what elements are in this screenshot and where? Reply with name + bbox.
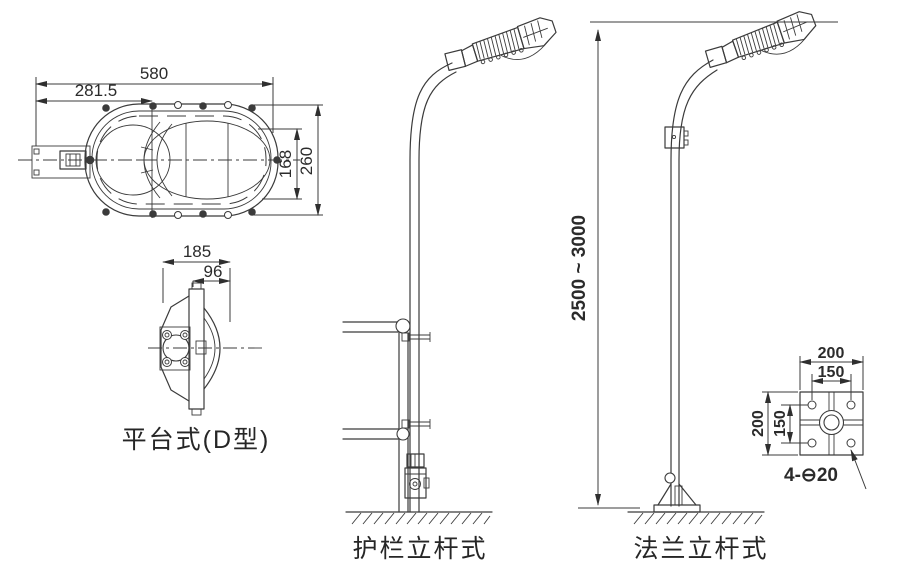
holes-note: 4-⊖20 [784,449,867,490]
top-view-lamp-housing: 580 281.5 168 260 [18,64,323,219]
dim-185: 185 [162,242,231,322]
guardrail [342,318,411,513]
dim-plate-height-200: 200 [750,391,798,456]
dim-height-2500-3000: 2500 ~ 3000 [569,21,838,509]
dim-185-text: 185 [183,242,211,261]
lamp-head-flange [701,7,822,75]
flange-plate [799,391,864,456]
dim-260-text: 260 [297,147,316,175]
dim-96: 96 [192,262,231,287]
dim-height-text: 2500 ~ 3000 [569,215,590,321]
label-platform-type: 平台式(D型) [122,426,271,454]
mount-flange [159,326,191,371]
flange-bolts [162,330,190,367]
rim-bolts [102,101,281,219]
dim-hole-spacing-v-text: 150 [772,410,789,437]
dim-260: 260 [252,104,323,216]
rear-oval [95,124,171,196]
anchor-bolt-holes [807,400,856,448]
dim-96-text: 96 [204,262,223,281]
flange-pole-view: 2500 ~ 3000 法兰立杆式 [569,7,838,563]
rail-fitting-ball [396,427,410,441]
pole-clamp-upper [401,332,431,342]
dim-hole-spacing-h-text: 150 [818,364,845,381]
flange-base [653,472,701,513]
holes-note-text: 4-⊖20 [784,465,838,486]
divider-band-inner [156,123,173,197]
guardrail-pole [409,62,457,513]
dim-168-text: 168 [276,150,295,178]
dim-hole-spacing-h-150: 150 [811,364,852,400]
platform-plate [188,288,205,410]
dim-168: 168 [258,128,302,200]
dim-281-5: 281.5 [35,81,153,104]
dim-plate-width-text: 200 [818,345,845,362]
lens-dome-outer [203,307,221,390]
latch [195,340,207,355]
label-guardrail-pole: 护栏立杆式 [352,535,487,563]
body-profile [160,295,190,402]
dim-hole-spacing-v-150: 150 [772,404,808,444]
cable-entry [664,472,676,484]
junction-box-guardrail [404,453,430,499]
post-cap-ball [395,318,411,334]
guardrail-pole-view: 护栏立杆式 [342,14,561,563]
junction-box-flange [664,126,689,149]
lamp-head-guardrail [441,14,561,78]
dim-plate-width-200: 200 [799,345,864,390]
pole-socket-inner [823,414,840,431]
flange-pole [670,59,718,507]
dim-plate-height-text: 200 [750,410,767,437]
ground-guardrail [345,511,493,525]
flange-plate-detail: 200 150 200 150 4-⊖20 [750,345,867,490]
dim-281-5-text: 281.5 [75,81,118,100]
ground-flange [627,511,765,525]
pole-clamp-lower [401,419,431,429]
label-flange-pole: 法兰立杆式 [633,535,768,563]
side-view-platform-type: 185 96 平台式(D型) [122,242,271,454]
dim-580-text: 580 [140,64,168,83]
dim-580: 580 [35,64,274,146]
lens-dome-inner [203,317,216,380]
